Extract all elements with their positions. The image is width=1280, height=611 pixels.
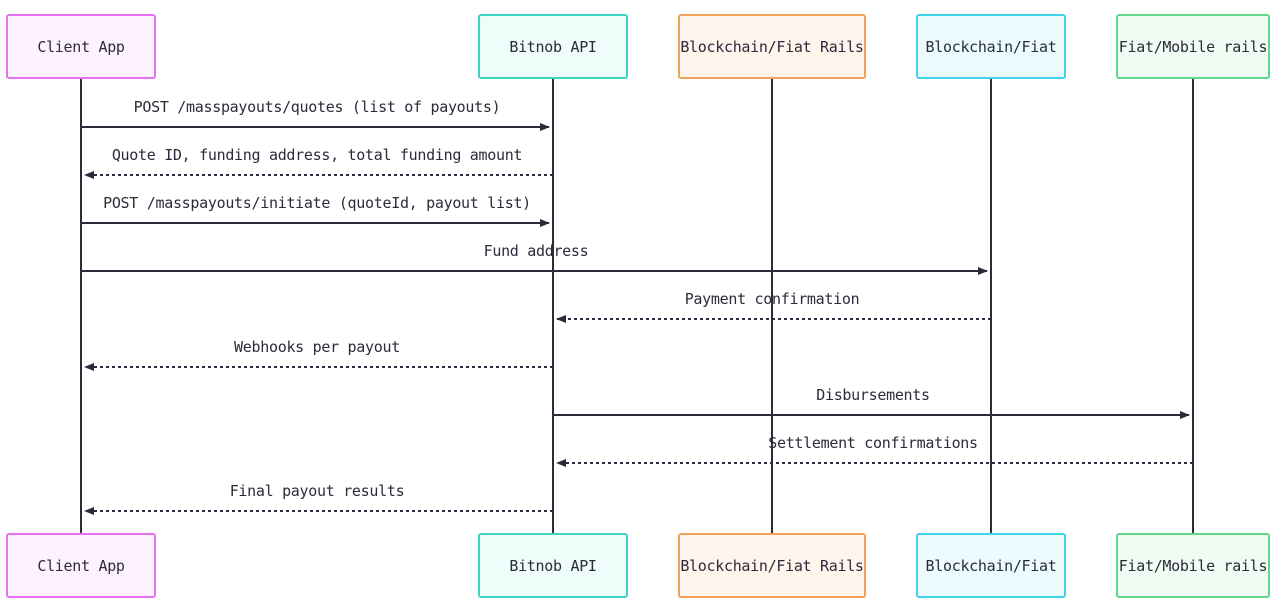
message-label: Quote ID, funding address, total funding… <box>111 146 523 164</box>
participant-chain-top: Blockchain/Fiat <box>916 14 1066 79</box>
message-label: Disbursements <box>816 386 930 404</box>
participant-chain-bottom: Blockchain/Fiat <box>916 533 1066 598</box>
participant-client-top: Client App <box>6 14 156 79</box>
message-label: Fund address <box>483 242 589 260</box>
message-label: Settlement confirmations <box>768 434 978 452</box>
message-label: POST /masspayouts/initiate (quoteId, pay… <box>103 194 531 212</box>
participant-client-bottom: Client App <box>6 533 156 598</box>
participant-label: Client App <box>37 556 125 575</box>
message-label: Webhooks per payout <box>234 338 400 356</box>
participant-label: Bitnob API <box>509 37 597 56</box>
participant-label: Fiat/Mobile rails <box>1118 556 1268 575</box>
participant-label: Blockchain/Fiat Rails <box>680 37 864 56</box>
participant-label: Bitnob API <box>509 556 597 575</box>
participant-mobile-bottom: Fiat/Mobile rails <box>1116 533 1270 598</box>
participant-label: Client App <box>37 37 125 56</box>
participant-label: Blockchain/Fiat <box>925 556 1057 575</box>
participant-bitnob-top: Bitnob API <box>478 14 628 79</box>
participant-bitnob-bottom: Bitnob API <box>478 533 628 598</box>
participant-label: Blockchain/Fiat Rails <box>680 556 864 575</box>
participant-label: Blockchain/Fiat <box>925 37 1057 56</box>
participant-mobile-top: Fiat/Mobile rails <box>1116 14 1270 79</box>
participant-label: Fiat/Mobile rails <box>1118 37 1268 56</box>
participant-rails-top: Blockchain/Fiat Rails <box>678 14 866 79</box>
participant-rails-bottom: Blockchain/Fiat Rails <box>678 533 866 598</box>
message-label: Final payout results <box>229 482 405 500</box>
message-label: Payment confirmation <box>684 290 860 308</box>
message-label: POST /masspayouts/quotes (list of payout… <box>133 98 501 116</box>
